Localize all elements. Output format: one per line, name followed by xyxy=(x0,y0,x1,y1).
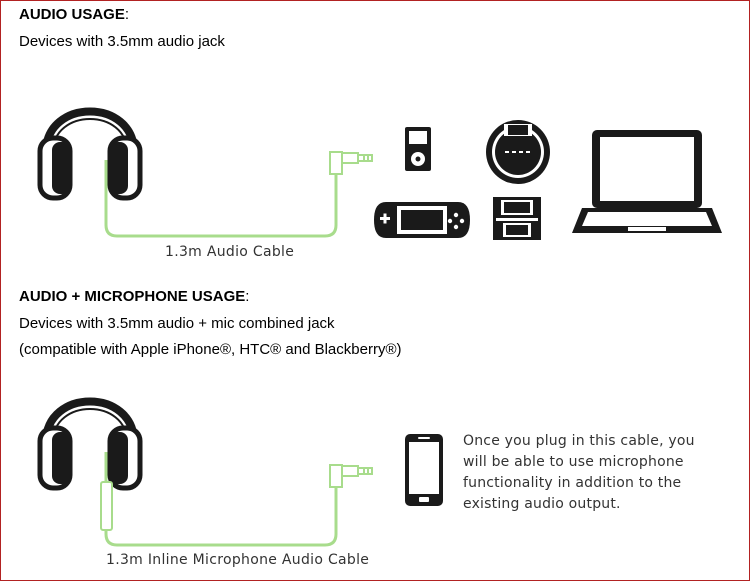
audio-cable-label: 1.3m Audio Cable xyxy=(165,244,295,260)
audio-usage-description: Devices with 3.5mm audio jack xyxy=(19,33,225,50)
smartphone-icon xyxy=(405,434,443,506)
mic-usage-note: Once you plug in this cable, you will be… xyxy=(463,433,695,512)
audio-mic-jack-icon xyxy=(329,464,373,488)
handheld-console-icon xyxy=(374,202,470,238)
mic-usage-description-1: Devices with 3.5mm audio + mic combined … xyxy=(19,315,335,332)
headphones-icon xyxy=(40,402,140,489)
inline-microphone-icon xyxy=(100,481,113,531)
laptop-icon xyxy=(572,130,722,233)
audio-jack-icon xyxy=(329,151,373,175)
audio-usage-heading: AUDIO USAGE: xyxy=(19,6,130,23)
inline-mic-cable xyxy=(104,452,338,547)
mic-cable-label: 1.3m Inline Microphone Audio Cable xyxy=(106,552,370,568)
speaker-dock-icon xyxy=(486,120,550,184)
headphones-icon xyxy=(40,112,140,199)
dual-screen-console-icon xyxy=(493,197,541,240)
mic-usage-description-2: (compatible with Apple iPhone®, HTC® and… xyxy=(19,341,402,358)
mic-usage-heading: AUDIO + MICROPHONE USAGE: xyxy=(19,288,250,305)
audio-cable xyxy=(104,160,338,238)
media-player-icon xyxy=(405,127,431,171)
